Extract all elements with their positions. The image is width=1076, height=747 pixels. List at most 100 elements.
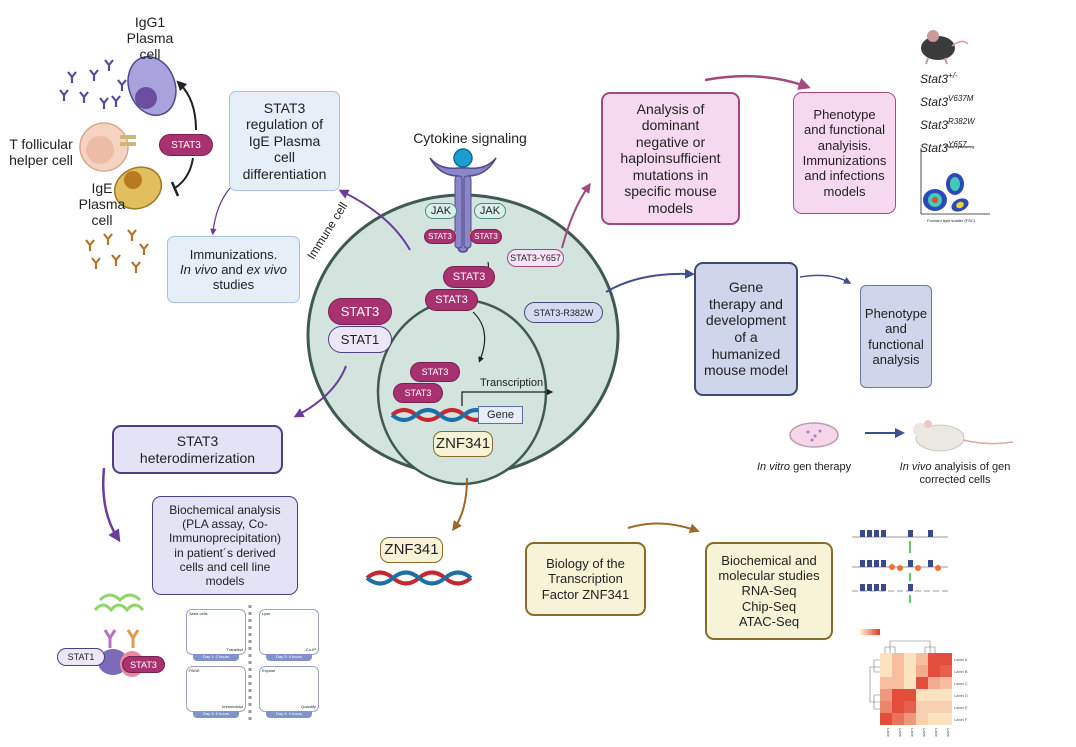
heatmap-cell bbox=[916, 653, 928, 665]
heatmap-row-label: Label C bbox=[954, 681, 968, 686]
protocol-title: Expose bbox=[262, 668, 276, 673]
igg1-label-line: cell bbox=[139, 46, 161, 63]
ex-vivo-italic: ex vivo bbox=[246, 261, 287, 277]
heatmap-cell bbox=[880, 665, 892, 677]
protocol-panel-2: Lyse Co-IP Day 2: 4 hours bbox=[259, 609, 319, 661]
tfh-cell-label: T follicular helper cell bbox=[2, 136, 80, 168]
strain-name: Stat3 bbox=[920, 72, 949, 86]
arrow-to-phenotype-pink bbox=[704, 74, 811, 90]
strain-name: Stat3 bbox=[920, 118, 949, 132]
heatmap-col-label: Label 6 bbox=[946, 728, 951, 737]
strain-allele: V637M bbox=[948, 94, 974, 103]
nucleus-stat3-bottom-pill: STAT3 bbox=[393, 383, 443, 403]
protocol-day: Day 2: 4 hours bbox=[266, 654, 312, 661]
transcription-arrow bbox=[461, 388, 554, 406]
heatmap-cell bbox=[904, 689, 916, 701]
protocol-panel-1: Seed cells Transfect Day 1: 2 hours bbox=[186, 609, 246, 661]
heatmap-col-label: Label 4 bbox=[922, 728, 927, 737]
white-mouse-icon bbox=[913, 420, 1014, 452]
ige-label-line: IgE bbox=[91, 180, 113, 196]
nucleus-stat3-top-pill: STAT3 bbox=[410, 362, 460, 382]
protocol-step: Quantify bbox=[301, 704, 316, 709]
tfh-label-line: T follicular bbox=[9, 136, 73, 152]
box-line: Phenotype bbox=[813, 107, 876, 123]
heatmap-cell bbox=[892, 701, 904, 713]
box-line: therapy and bbox=[709, 295, 783, 312]
heatmap-cell bbox=[892, 677, 904, 689]
cytokine-receptor-icon bbox=[429, 148, 497, 253]
label-line: corrected cells bbox=[919, 473, 991, 486]
tfh-cell-icon bbox=[79, 122, 136, 172]
strain-allele: R382W bbox=[948, 117, 975, 126]
heatmap-row-label: Label F bbox=[954, 717, 968, 722]
heatmap-col-label: Label 2 bbox=[898, 728, 903, 737]
heatmap-cell bbox=[928, 701, 940, 713]
heatmap-cell bbox=[880, 653, 892, 665]
heatmap-cell bbox=[880, 713, 892, 725]
box-line: Gene bbox=[728, 279, 764, 296]
strain-allele: +/- bbox=[948, 71, 958, 80]
petri-dish-icon bbox=[789, 422, 839, 448]
ige-label-line: Plasma bbox=[78, 196, 126, 213]
ige-label-line: cell bbox=[91, 212, 113, 229]
in-vivo-italic: In vivo bbox=[899, 461, 932, 473]
box-line: mutations in bbox=[632, 166, 709, 183]
igg1-plasma-cell-label: IgG1 Plasma cell bbox=[120, 14, 180, 62]
arrow-to-immunizations bbox=[210, 187, 231, 236]
stat3-regulation-box: STAT3 regulation of IgE Plasma cell diff… bbox=[229, 91, 340, 191]
ige-antibodies-icon bbox=[85, 229, 149, 273]
strain-name: Stat3 bbox=[920, 95, 949, 109]
protocol-day: Day 3: 6 hours bbox=[193, 711, 239, 718]
protocol-panel-3: PAGE Immunoblot Day 3: 6 hours bbox=[186, 666, 246, 718]
protocol-step: Transfect bbox=[226, 647, 243, 652]
nuclear-translocation-arrow bbox=[472, 311, 486, 363]
protocol-step: Immunoblot bbox=[222, 704, 243, 709]
flow-title: Flow cytometry bbox=[945, 144, 975, 149]
heatmap-cell bbox=[892, 653, 904, 665]
box-line: cell bbox=[273, 149, 295, 166]
box-line: and functional bbox=[804, 122, 885, 138]
stat3-r382w-mutant-pill: STAT3-R382W bbox=[524, 302, 603, 323]
stat3-hetero-pill: STAT3 bbox=[328, 298, 392, 325]
analysis-mutations-box: Analysis of dominant negative or haploin… bbox=[601, 92, 740, 225]
box-line: mouse model bbox=[703, 362, 789, 379]
box-line: Immunoprecipitation) bbox=[168, 531, 282, 546]
heatmap-cell bbox=[928, 689, 940, 701]
in-vitro-italic: In vitro bbox=[757, 461, 791, 473]
box-line: models bbox=[823, 183, 866, 199]
molecular-studies-box: Biochemical and molecular studies RNA-Se… bbox=[705, 542, 833, 640]
pla-stat1-pill: STAT1 bbox=[57, 648, 105, 666]
stat1-hetero-pill: STAT1 bbox=[328, 326, 392, 353]
heatmap-cell bbox=[904, 653, 916, 665]
strain-name: Stat3 bbox=[920, 141, 949, 155]
heatmap-cell bbox=[916, 665, 928, 677]
heatmap-col-label: Label 5 bbox=[934, 728, 939, 737]
heatmap-cell bbox=[928, 653, 940, 665]
heatmap-cell bbox=[904, 665, 916, 677]
box-line: analyisis. bbox=[817, 137, 872, 153]
heatmap-cell bbox=[904, 701, 916, 713]
heatmap-row-label: Label D bbox=[954, 693, 968, 698]
tfh-label-line: helper cell bbox=[9, 152, 73, 169]
jak-right-pill: JAK bbox=[474, 203, 506, 219]
heatmap-cell bbox=[928, 677, 940, 689]
heatmap-color-key bbox=[860, 629, 880, 635]
box-line: analysis bbox=[872, 351, 920, 367]
heatmap-row-label: Label A bbox=[954, 657, 968, 662]
box-line: dominant bbox=[641, 117, 700, 134]
cytokine-signaling-label: Cytokine signaling bbox=[413, 130, 527, 146]
heatmap-cell bbox=[916, 701, 928, 713]
heatmap-cell bbox=[916, 677, 928, 689]
box-line: heterodimerization bbox=[139, 449, 256, 466]
heatmap-cell bbox=[940, 689, 952, 701]
dna-helix-znf341-icon bbox=[365, 570, 473, 586]
box-line: ATAC-Seq bbox=[738, 613, 800, 629]
box-line: models bbox=[205, 573, 245, 588]
gene-box: Gene bbox=[478, 406, 523, 424]
box-line: studies bbox=[212, 277, 255, 293]
strain-item: Stat3Y657 bbox=[920, 135, 975, 158]
jak-left-pill: JAK bbox=[425, 203, 457, 219]
box-line: models bbox=[647, 199, 694, 216]
box-line: Immunizations. bbox=[189, 246, 278, 262]
